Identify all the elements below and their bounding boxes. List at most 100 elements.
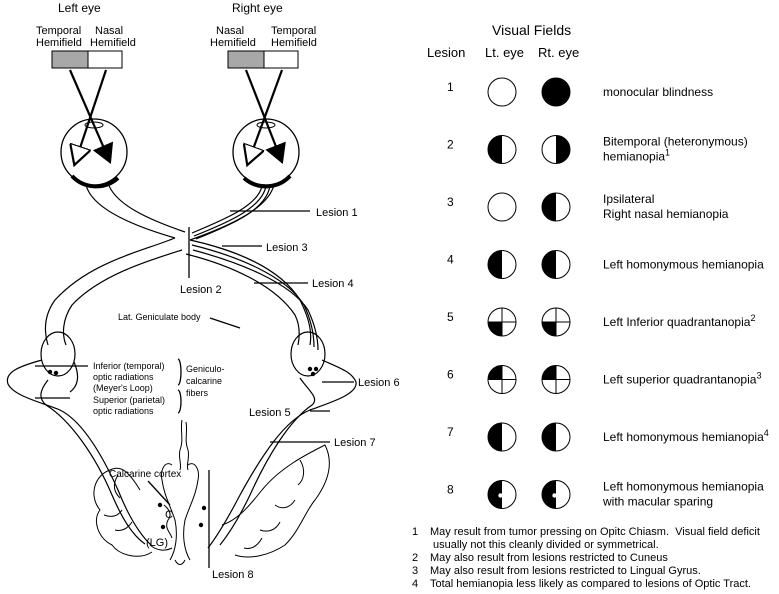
right-eye-hemifield-boxes: [227, 50, 299, 69]
footnote-number: 2: [412, 552, 419, 564]
field-description: Left homonymous hemianopia: [603, 480, 764, 494]
left-eye-field-icon: [487, 480, 517, 509]
lesion-number: 5: [447, 310, 454, 324]
right-eye-field-icon: [541, 77, 571, 107]
footnote-superscript: 4: [764, 428, 769, 438]
footnote-line: 2 May also result from lesions restricted…: [412, 552, 668, 565]
right-eye-field-icon: [541, 135, 571, 164]
field-description: Left homonymous hemianopia4: [603, 428, 769, 444]
footnote-text: usually not this cleanly divided or symm…: [430, 539, 659, 551]
optic-pathway: [40, 182, 326, 377]
calcarine-cortex-label: Calcarine cortex: [109, 469, 181, 480]
geniculo-label-2: calcarine: [186, 376, 222, 386]
left-eye-field-icon: [487, 307, 517, 337]
field-description: Bitemporal (heteronymous): [603, 135, 748, 149]
left-eye-field-icon: [487, 192, 517, 222]
lesion-5-label: Lesion 5: [249, 407, 291, 419]
visual-field-row: 7 Left homonymous hemianopia4: [447, 422, 769, 452]
geniculo-label-3: fibers: [186, 388, 209, 398]
inferior-radiations-label-2: optic radiations: [93, 372, 154, 382]
field-description: Left homonymous hemianopia: [603, 258, 764, 272]
right-eye-field-icon: [541, 250, 571, 279]
left-eyeball: [60, 118, 128, 189]
footnote-text: Total hemianopia less likely as compared…: [430, 578, 751, 590]
left-eye-hemifield-boxes: [51, 50, 123, 69]
lesion-number: 4: [447, 253, 454, 267]
left-eye-field-icon: [487, 135, 517, 164]
left-nasal-label-1: Nasal: [95, 25, 123, 37]
field-description: Left Inferior quadrantanopia2: [603, 313, 755, 329]
left-eye-field-icon: [487, 365, 517, 394]
superior-radiations-label-1: Superior (parietal): [93, 395, 165, 405]
left-eye-field-icon: [487, 77, 517, 107]
right-nasal-label-2: Hemifield: [210, 37, 256, 49]
footnote-text: May also result from lesions restricted …: [430, 565, 701, 577]
visual-field-rows: 1 monocular blindness 2 Bitemporal (heteron…: [447, 77, 769, 509]
left-eye-field-icon: [487, 250, 517, 279]
footnote-superscript: 1: [665, 148, 670, 158]
superior-radiations-label-2: optic radiations: [93, 406, 154, 416]
left-eye-column-header: Lt. eye: [485, 45, 524, 60]
lgn-label: Lat. Geniculate body: [118, 312, 201, 322]
lesion-number: 1: [447, 80, 454, 94]
lesion-7-label: Lesion 7: [334, 437, 376, 449]
lesion-markers: [35, 210, 354, 568]
footnote-line: usually not this cleanly divided or symm…: [412, 539, 659, 552]
left-nasal-label-2: Hemifield: [90, 37, 136, 49]
footnote-text: May result from tumor pressing on Opitc …: [430, 526, 760, 538]
right-eye-field-icon: [541, 422, 571, 452]
right-eye-field-icon: [541, 480, 571, 509]
lesion-column-header: Lesion: [427, 45, 465, 60]
left-eye-field-icon: [487, 422, 517, 452]
visual-fields-title: Visual Fields: [492, 22, 571, 38]
footnote-number: 3: [412, 565, 419, 577]
footnote-superscript: 3: [756, 371, 761, 381]
synapse-dots: [47, 366, 319, 530]
footnote-number: 4: [412, 578, 419, 590]
lesion-2-label: Lesion 2: [180, 284, 222, 296]
inferior-radiations-label-1: Inferior (temporal): [93, 361, 165, 371]
field-description: Left superior quadrantanopia3: [603, 371, 761, 387]
lesion-number: 6: [447, 368, 454, 382]
lesion-number: 3: [447, 195, 454, 209]
lesion-number: 7: [447, 425, 454, 439]
right-eye-field-icon: [541, 307, 571, 337]
field-description: with macular sparing: [602, 495, 713, 509]
field-description: Ipsilateral: [603, 192, 654, 206]
cuneus-mark: C: [165, 509, 173, 521]
right-eye-title: Right eye: [232, 1, 283, 15]
field-description: Right nasal hemianopia: [603, 207, 729, 221]
visual-field-row: 2 Bitemporal (heteronymous)hemianopia1: [447, 135, 748, 164]
visual-field-row: 6 Left superior quadrantanopia3: [447, 365, 761, 394]
visual-field-row: 4 Left homonymous hemianopia: [447, 250, 764, 279]
right-eye-light-rays: [246, 69, 286, 163]
lingual-gyrus-mark: (LG): [146, 537, 168, 549]
visual-field-row: 5 Left Inferior quadrantanopia2: [447, 307, 755, 337]
left-eye-title: Left eye: [58, 1, 101, 15]
visual-field-row: 1 monocular blindness: [447, 77, 713, 107]
field-description: monocular blindness: [603, 85, 713, 99]
occipital-cortex: [93, 419, 330, 565]
lesion-number: 2: [447, 138, 454, 152]
footnote-number: 1: [412, 526, 419, 538]
lesion-1-label: Lesion 1: [316, 207, 358, 219]
right-eyeball: [232, 118, 300, 189]
left-temporal-label-1: Temporal: [36, 25, 81, 37]
footnote-line: 3 May also result from lesions restricted…: [412, 565, 701, 578]
lesion-4-label: Lesion 4: [312, 278, 354, 290]
lesion-number: 8: [447, 483, 454, 497]
inferior-radiations-label-3: (Meyer's Loop): [93, 383, 153, 393]
right-temporal-label-1: Temporal: [271, 25, 316, 37]
footnote-text: May also result from lesions restricted …: [430, 552, 668, 564]
field-description: hemianopia1: [603, 148, 670, 164]
lesion-8-label: Lesion 8: [212, 569, 254, 581]
footnote-line: 4 Total hemianopia less likely as compare…: [412, 578, 751, 591]
left-eye-light-rays: [70, 69, 114, 163]
lesion-6-label: Lesion 6: [358, 377, 400, 389]
footnote-line: 1 May result from tumor pressing on Opitc…: [412, 526, 760, 539]
right-eye-field-icon: [541, 365, 571, 394]
